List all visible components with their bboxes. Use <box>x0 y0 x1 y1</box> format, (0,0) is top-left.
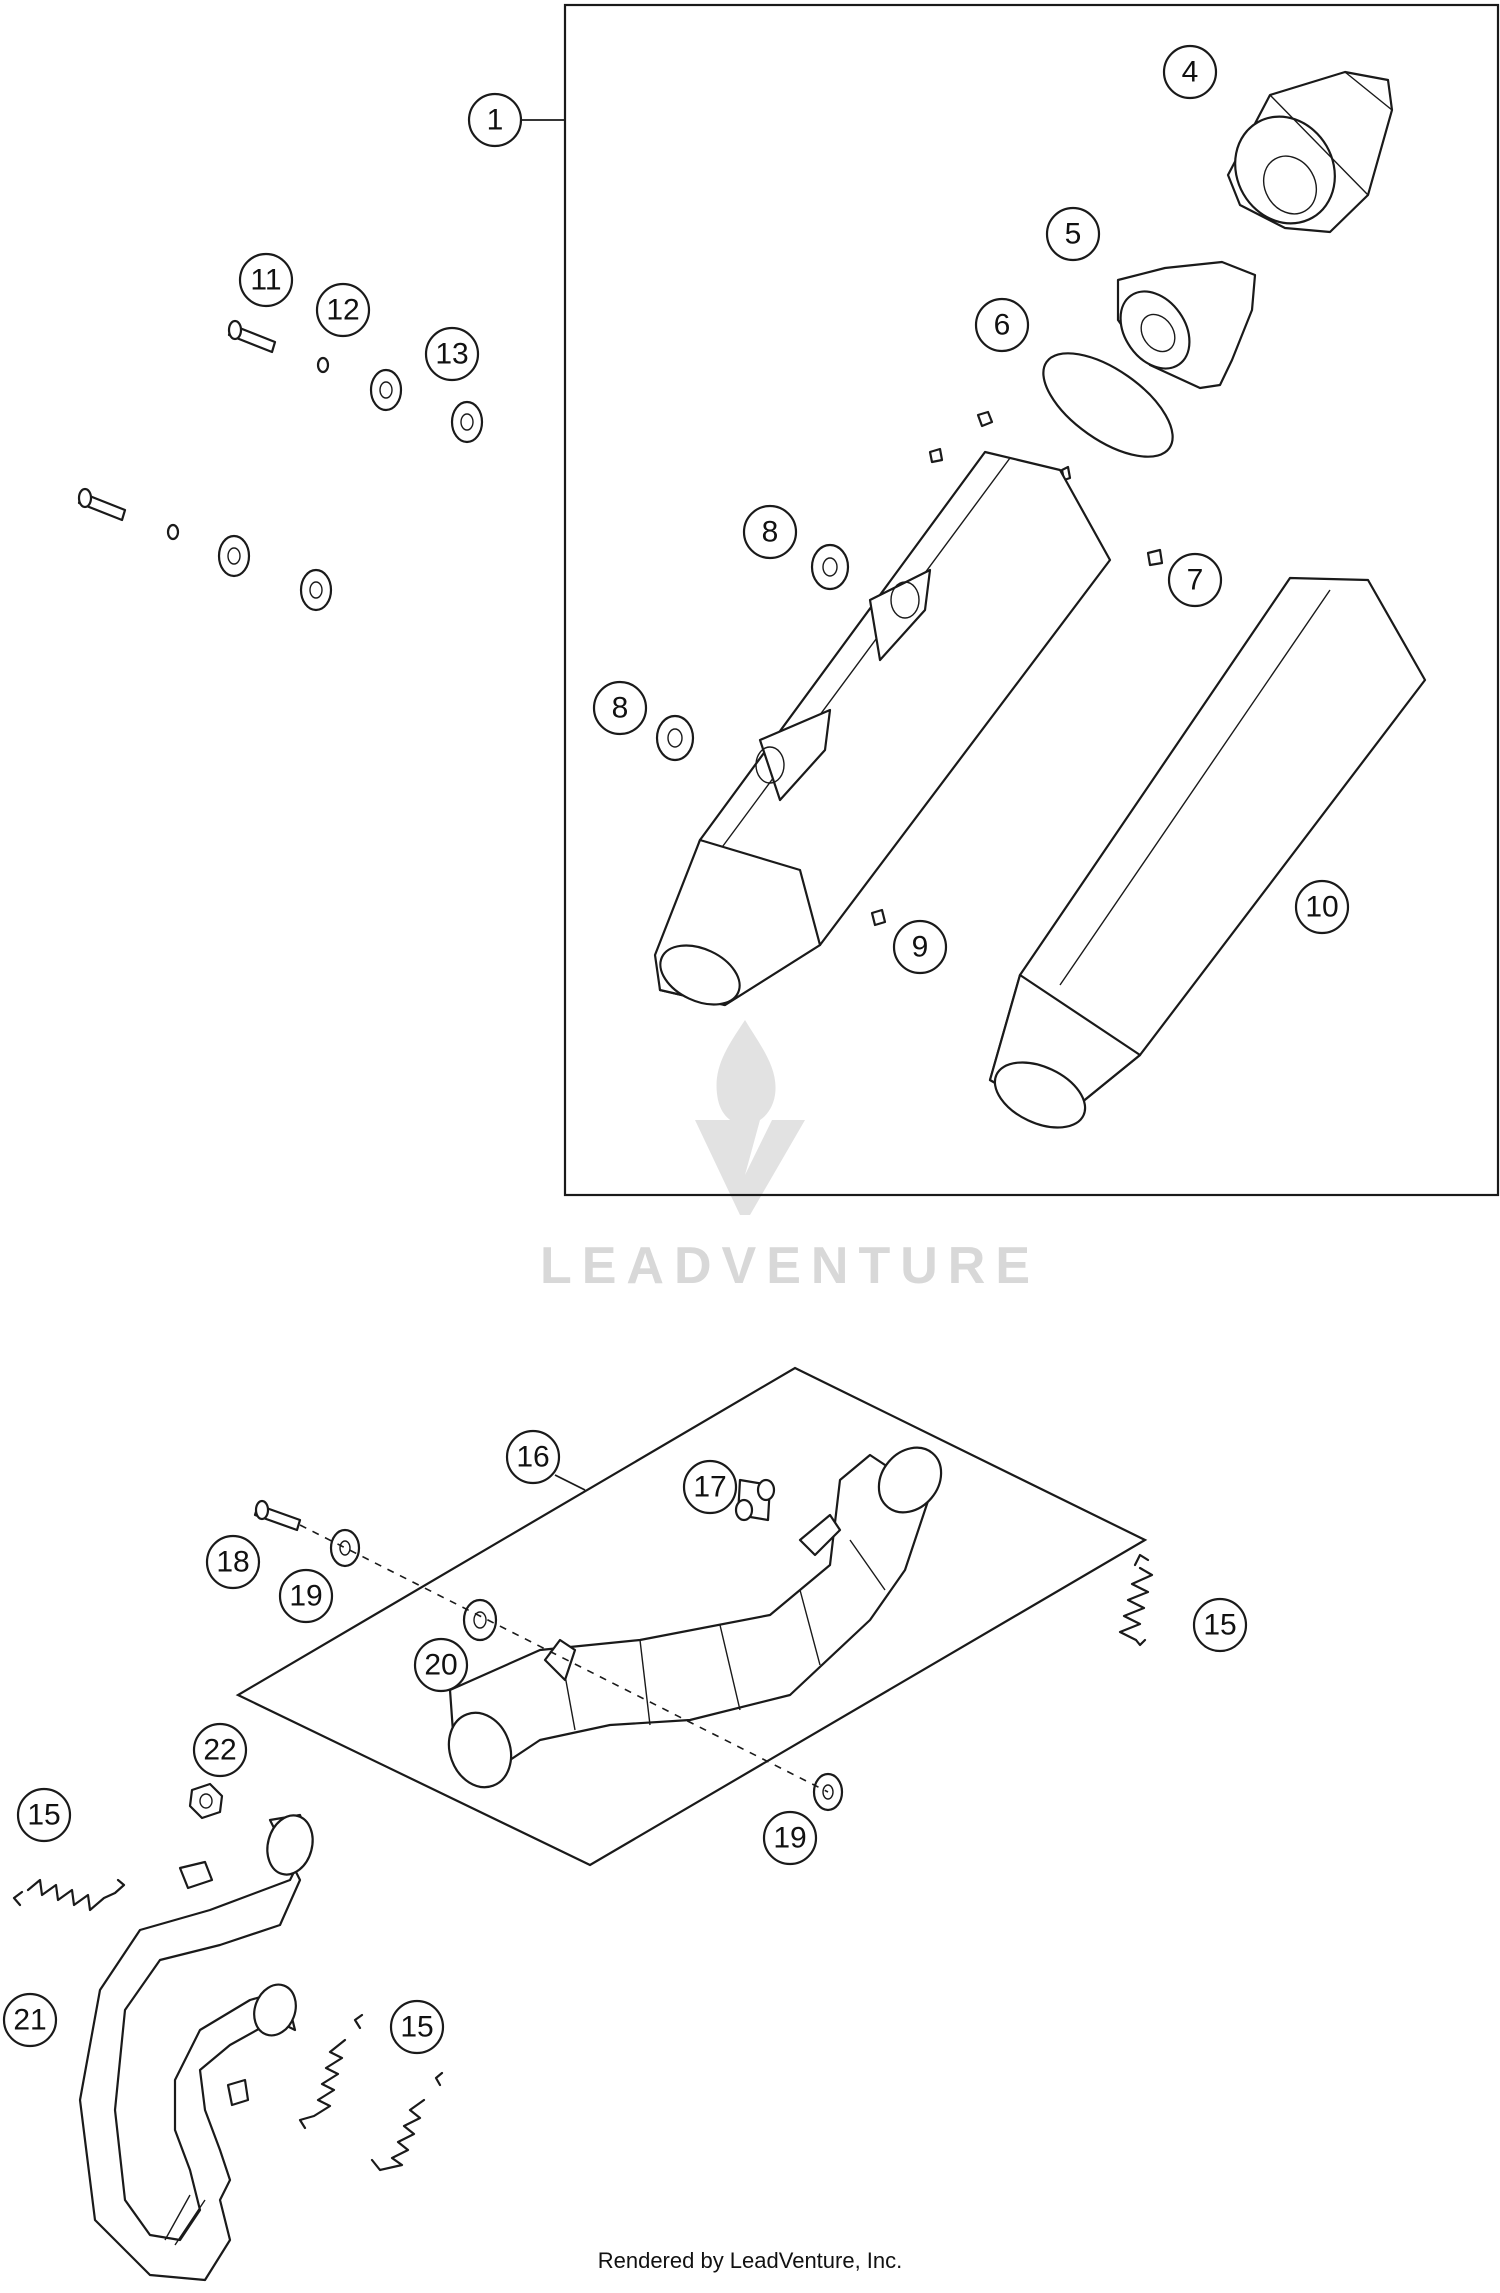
callout-18: 18 <box>205 1534 261 1590</box>
svg-text:7: 7 <box>1187 564 1204 597</box>
svg-text:8: 8 <box>762 516 779 549</box>
part-grommet-lower <box>655 714 695 762</box>
callout-19-lower: 19 <box>762 1810 818 1866</box>
callout-15-lower: 15 <box>389 1999 445 2055</box>
svg-text:11: 11 <box>250 264 281 297</box>
callout-1: 1 <box>467 92 523 148</box>
svg-text:18: 18 <box>216 1546 249 1579</box>
svg-text:12: 12 <box>326 294 359 327</box>
part-washer-upper-a <box>369 368 403 412</box>
svg-text:5: 5 <box>1065 218 1082 251</box>
callout-12: 12 <box>315 282 371 338</box>
svg-text:15: 15 <box>400 2011 433 2044</box>
callout-20: 20 <box>413 1637 469 1693</box>
callout-15-right: 15 <box>1192 1597 1248 1653</box>
part-spacer-20 <box>462 1598 498 1642</box>
svg-text:15: 15 <box>27 1799 60 1832</box>
svg-text:16: 16 <box>516 1441 549 1474</box>
callout-17: 17 <box>682 1459 738 1515</box>
callout-6: 6 <box>974 297 1030 353</box>
callout-11: 11 <box>238 252 294 308</box>
callout-7: 7 <box>1167 552 1223 608</box>
callout-16: 16 <box>505 1429 561 1485</box>
callout-9: 9 <box>892 919 948 975</box>
part-muffler-body <box>653 450 1112 1007</box>
part-middle-pipe <box>447 1446 943 1789</box>
part-bolt-upper <box>227 319 277 354</box>
part-bolt-lower <box>77 487 127 522</box>
callout-5: 5 <box>1045 206 1101 262</box>
part-washer-upper-b <box>450 400 484 444</box>
part-grommet-upper <box>810 543 850 591</box>
callout-8-lower: 8 <box>592 680 648 736</box>
part-clamp <box>734 1478 776 1522</box>
part-washer-19a <box>329 1528 361 1568</box>
svg-text:19: 19 <box>773 1822 806 1855</box>
part-washer-lower-a <box>217 534 251 578</box>
svg-text:6: 6 <box>994 309 1011 342</box>
part-inner-cone <box>1116 260 1257 390</box>
svg-text:13: 13 <box>435 338 468 371</box>
svg-text:15: 15 <box>1203 1609 1236 1642</box>
svg-text:1: 1 <box>487 104 504 137</box>
svg-text:21: 21 <box>13 2004 46 2037</box>
callout-4: 4 <box>1162 44 1218 100</box>
part-spring-lower-b <box>370 2071 444 2172</box>
watermark-text: LEADVENTURE <box>540 1237 1040 1295</box>
part-nut-lower <box>166 523 180 541</box>
svg-text:22: 22 <box>203 1734 236 1767</box>
part-muffler-sleeve <box>988 576 1427 1129</box>
part-washer-lower-b <box>299 568 333 612</box>
part-nut-upper <box>316 356 330 374</box>
header-kit-box <box>235 1366 1148 1867</box>
part-spring-left <box>12 1878 126 1912</box>
callout-21: 21 <box>2 1992 58 2048</box>
callout-15-left: 15 <box>16 1787 72 1843</box>
svg-text:9: 9 <box>912 931 929 964</box>
callout-10: 10 <box>1294 879 1350 935</box>
part-nut-22 <box>188 1782 224 1820</box>
part-end-cap <box>1226 70 1394 234</box>
muffler-kit-box <box>563 3 1500 1197</box>
callout-19-upper: 19 <box>278 1568 334 1624</box>
svg-text:8: 8 <box>612 692 629 725</box>
part-bolt-18 <box>253 1499 302 1532</box>
callout-13: 13 <box>424 326 480 382</box>
part-gasket-ring <box>1042 352 1174 458</box>
leadventure-watermark: LEADVENTURE <box>540 1020 1040 1295</box>
svg-text:20: 20 <box>424 1649 457 1682</box>
footer-credit: Rendered by LeadVenture, Inc. <box>598 2248 903 2273</box>
svg-text:4: 4 <box>1182 56 1199 89</box>
svg-text:19: 19 <box>289 1580 322 1613</box>
svg-text:17: 17 <box>693 1471 726 1504</box>
svg-text:10: 10 <box>1305 891 1338 924</box>
part-spring-right <box>1118 1553 1154 1647</box>
callout-22: 22 <box>192 1722 248 1778</box>
part-header-pipe <box>78 1813 314 2282</box>
callout-8-upper: 8 <box>742 504 798 560</box>
part-spring-lower-a <box>298 2013 364 2130</box>
